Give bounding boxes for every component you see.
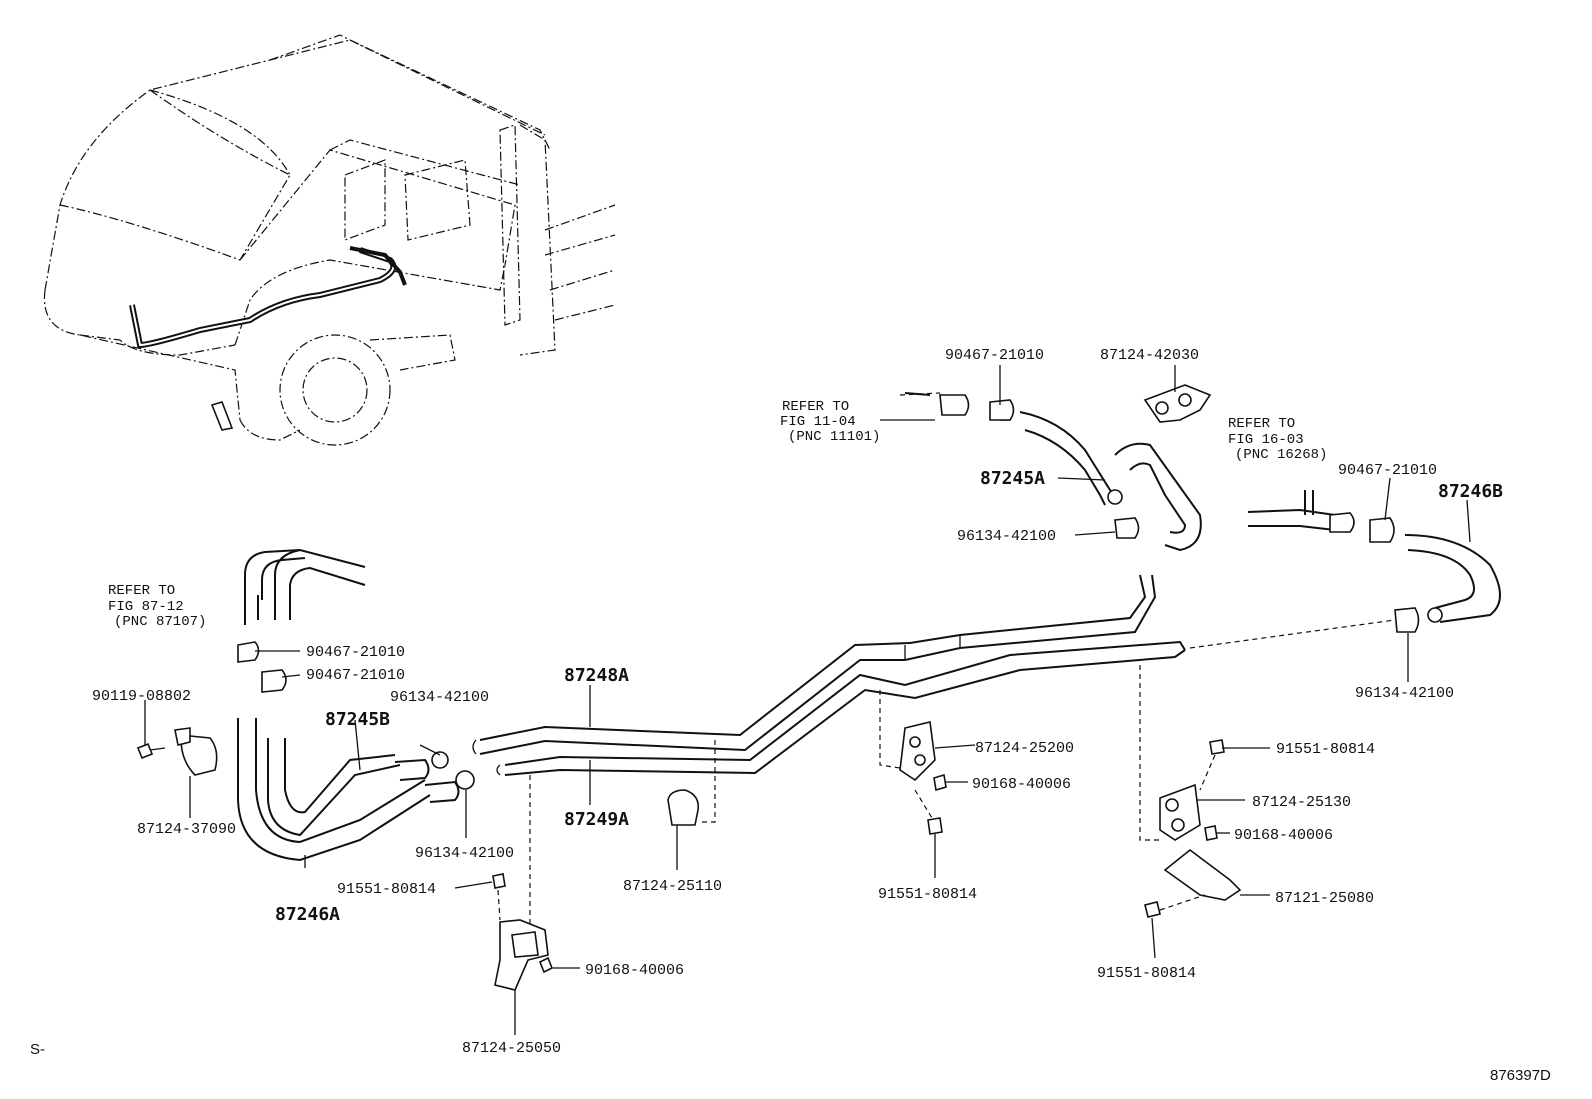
label-91551-right-top: 91551-80814 bbox=[1276, 741, 1375, 758]
label-90467-left2: 90467-21010 bbox=[306, 667, 405, 684]
label-90467-left1: 90467-21010 bbox=[306, 644, 405, 661]
label-87246B: 87246B bbox=[1438, 481, 1503, 502]
label-90119-08802: 90119-08802 bbox=[92, 688, 191, 705]
label-87124-25110: 87124-25110 bbox=[623, 878, 722, 895]
ref-87-12-line2: FIG 87-12 bbox=[108, 599, 184, 615]
ref-11-04-line1: REFER TO bbox=[782, 399, 849, 415]
label-87124-37090: 87124-37090 bbox=[137, 821, 236, 838]
label-87124-25050: 87124-25050 bbox=[462, 1040, 561, 1057]
label-87124-25200: 87124-25200 bbox=[975, 740, 1074, 757]
figure-id: 876397D bbox=[1490, 1067, 1551, 1084]
label-96134-right: 96134-42100 bbox=[1355, 685, 1454, 702]
ref-16-03-line1: REFER TO bbox=[1228, 416, 1295, 432]
ref-16-03-line3: (PNC 16268) bbox=[1235, 447, 1327, 463]
ref-16-03-line2: FIG 16-03 bbox=[1228, 432, 1304, 448]
label-87121-25080: 87121-25080 bbox=[1275, 890, 1374, 907]
label-87249A: 87249A bbox=[564, 809, 629, 830]
ref-11-04-line2: FIG 11-04 bbox=[780, 414, 856, 430]
label-87124-42030: 87124-42030 bbox=[1100, 347, 1199, 364]
label-87124-25130: 87124-25130 bbox=[1252, 794, 1351, 811]
label-87246A: 87246A bbox=[275, 904, 340, 925]
label-96134-top: 96134-42100 bbox=[957, 528, 1056, 545]
brackets bbox=[492, 665, 1242, 991]
label-91551-right-bot: 91551-80814 bbox=[1097, 965, 1196, 982]
label-90168-mid: 90168-40006 bbox=[972, 776, 1071, 793]
label-90168-left: 90168-40006 bbox=[585, 962, 684, 979]
label-96134-mid1: 96134-42100 bbox=[390, 689, 489, 706]
ref-87-12-line3: (PNC 87107) bbox=[114, 614, 206, 630]
truck-illustration bbox=[43, 34, 616, 446]
left-hose-group bbox=[136, 548, 475, 862]
ref-87-12-line1: REFER TO bbox=[108, 583, 175, 599]
label-96134-mid2: 96134-42100 bbox=[415, 845, 514, 862]
labels: REFER TO FIG 87-12 (PNC 87107) REFER TO … bbox=[30, 347, 1551, 1084]
label-90168-right: 90168-40006 bbox=[1234, 827, 1333, 844]
main-pipes bbox=[472, 574, 1186, 776]
ref-11-04-line3: (PNC 11101) bbox=[788, 429, 880, 445]
top-hose-group bbox=[210, 384, 1212, 552]
label-87248A: 87248A bbox=[564, 665, 629, 686]
right-hose-group bbox=[1189, 490, 1501, 649]
label-87245B: 87245B bbox=[325, 709, 390, 730]
label-90467-top: 90467-21010 bbox=[945, 347, 1044, 364]
label-90467-right: 90467-21010 bbox=[1338, 462, 1437, 479]
label-87245A: 87245A bbox=[980, 468, 1045, 489]
label-91551-left: 91551-80814 bbox=[337, 881, 436, 898]
label-91551-mid: 91551-80814 bbox=[878, 886, 977, 903]
footer-left-code: S- bbox=[30, 1041, 45, 1058]
leader-lines bbox=[144, 365, 1471, 1035]
